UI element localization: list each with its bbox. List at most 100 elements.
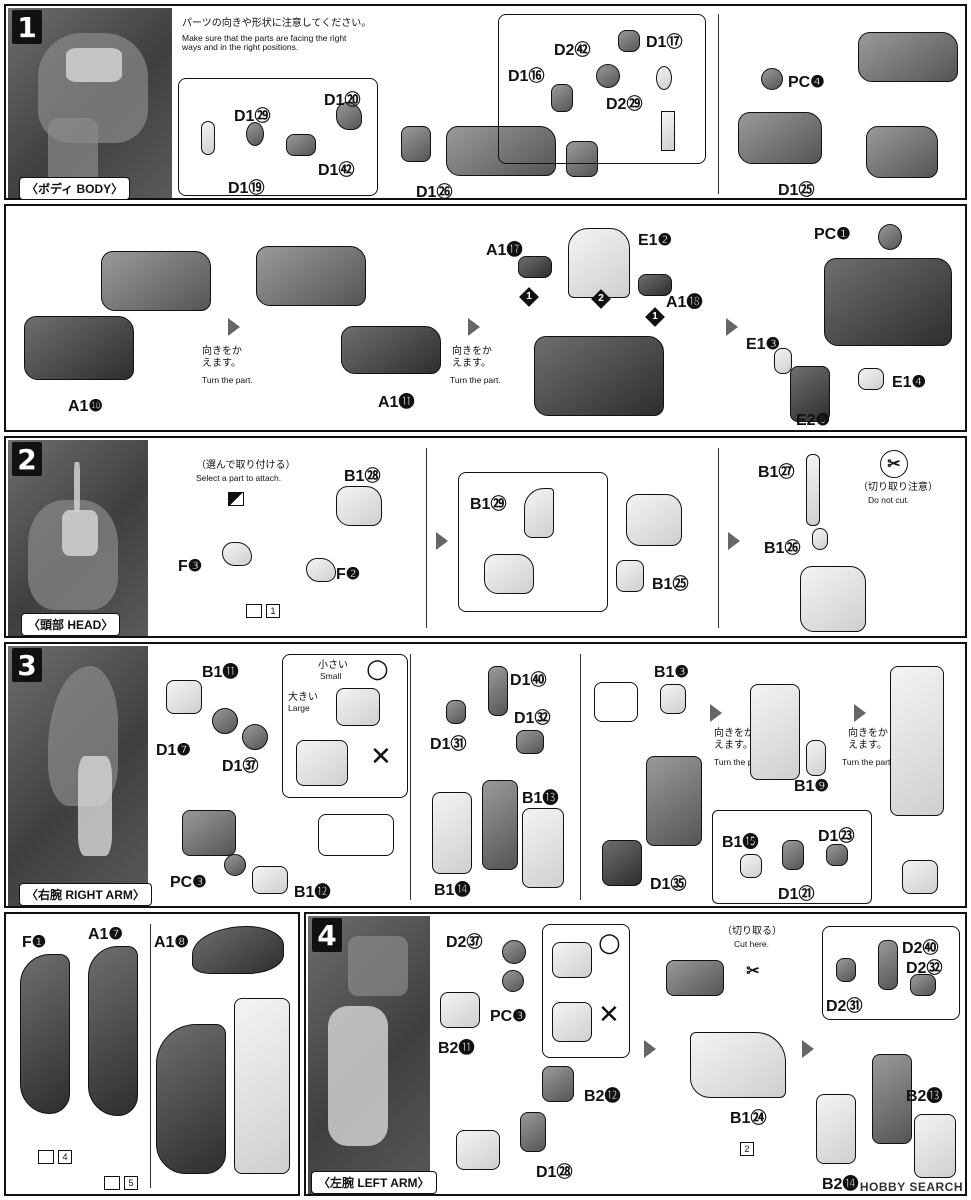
elbow-shaft-part xyxy=(488,666,508,716)
pivot-part xyxy=(618,30,640,52)
arm-assembly-part xyxy=(890,666,944,816)
poly-cap-part xyxy=(761,68,783,90)
head-face-part xyxy=(336,486,382,526)
v-fin-part xyxy=(806,454,820,526)
step-arrow xyxy=(468,318,480,336)
shoulder-block-part xyxy=(166,680,202,714)
armor-plate-part xyxy=(806,740,826,776)
socket-block-part xyxy=(542,1066,574,1102)
step-arrow xyxy=(726,318,738,336)
select-note-jp: （選んで取り付ける） xyxy=(196,460,296,471)
step-arrow xyxy=(728,532,740,550)
part-label: A1❿ xyxy=(68,398,103,415)
head-face-part xyxy=(484,554,534,594)
ball-joint-part xyxy=(212,708,238,734)
upper-arm-frame-part xyxy=(482,780,518,870)
shoulder-block-part xyxy=(456,1130,500,1170)
wrist-cap-part xyxy=(826,844,848,866)
turn-note-en: Turn the part. xyxy=(842,757,893,767)
poly-block-part xyxy=(182,810,236,856)
part-label: D2㊵ xyxy=(902,940,939,957)
poly-cap-part xyxy=(502,970,524,992)
part-label: B2⓮ xyxy=(822,1176,859,1193)
orientation-note: パーツの向きや形状に注意してください。 Make sure that the p… xyxy=(182,18,372,53)
marker-box: 4 xyxy=(58,1150,72,1164)
head-assembly-part xyxy=(626,494,682,546)
part-label: D1⑲ xyxy=(228,180,265,197)
small-note-en: Small xyxy=(320,671,342,681)
part-label: B1⓯ xyxy=(722,834,759,851)
select-icon xyxy=(228,492,244,506)
turn-note-jp: 向きをかえます。 xyxy=(452,346,492,369)
part-label: D1㉖ xyxy=(416,184,453,201)
fin-base-part xyxy=(812,528,828,550)
arm-assembly-part xyxy=(234,998,290,1174)
part-label: B1㉔ xyxy=(730,1110,767,1127)
torso-top-part xyxy=(858,32,958,82)
step-arrow xyxy=(436,532,448,550)
right-arm-photo xyxy=(8,646,148,906)
subassembly-bubble xyxy=(712,810,872,904)
face-option-part xyxy=(222,542,252,566)
insert-part xyxy=(661,111,675,151)
vent-part xyxy=(774,348,792,374)
hip-joint-part xyxy=(401,126,431,162)
cover-part xyxy=(252,866,288,894)
upper-arm-half-part xyxy=(914,1114,956,1178)
ball-joint-part xyxy=(502,940,526,964)
part-label: D1❼ xyxy=(156,742,191,759)
torso-assembly-part xyxy=(824,258,952,346)
step3-panel-b: F❶ A1❼ 4 5 A1❽ xyxy=(4,912,300,1196)
order-marker: 1 xyxy=(645,307,665,327)
part-label: D1⑯ xyxy=(508,68,545,85)
part-label: A1⓲ xyxy=(666,294,703,311)
part-label: PC❶ xyxy=(814,226,851,243)
part-label: A1⓫ xyxy=(378,394,415,411)
part-label: B1㉖ xyxy=(764,540,801,557)
turn-note-en: Turn the part. xyxy=(450,375,501,385)
blade-part xyxy=(690,1032,786,1098)
order-marker: 1 xyxy=(519,287,539,307)
knife-icon xyxy=(104,1176,120,1190)
part-label: B1㉘ xyxy=(344,468,381,485)
part-label: B1⓬ xyxy=(294,884,331,901)
upper-arm-half-part xyxy=(522,808,564,888)
small-note-jp: 小さい xyxy=(318,660,348,671)
part-label: D2㉜ xyxy=(906,960,943,977)
part-label: PC❸ xyxy=(490,1008,527,1025)
cut-note-en: Cut here. xyxy=(734,939,769,949)
part-label: A1❽ xyxy=(154,934,189,951)
ok-mark: ○ xyxy=(366,654,389,684)
elbow-cap-part xyxy=(836,958,856,982)
part-label: F❸ xyxy=(178,558,203,575)
step-number: 2 xyxy=(12,442,42,476)
part-label: D2㉛ xyxy=(826,998,863,1015)
part-label: B1㉙ xyxy=(470,496,507,513)
elbow-cap-part xyxy=(446,700,466,724)
waist-armor-part xyxy=(341,326,441,374)
poly-cap-part xyxy=(878,224,902,250)
turn-note-en: Turn the part. xyxy=(714,757,765,767)
turn-note-jp: 向きをかえます。 xyxy=(202,346,242,369)
part-label: F❶ xyxy=(22,934,47,951)
step-label: 〈右腕 RIGHT ARM〉 xyxy=(20,884,151,905)
part-label: E1❷ xyxy=(638,232,672,249)
order-marker: 2 xyxy=(591,289,611,309)
joint-socket-part xyxy=(552,942,592,978)
torso-frame-part xyxy=(446,126,556,176)
left-arm-photo xyxy=(308,916,430,1194)
part-label: D1㉜ xyxy=(514,710,551,727)
step-arrow xyxy=(710,704,722,722)
part-label: E2❻ xyxy=(796,412,830,429)
shoulder-armor-part xyxy=(156,1024,226,1174)
crest-part xyxy=(524,488,554,538)
shoulder-cap-armor-part xyxy=(192,926,284,974)
select-note-en: Select a part to attach. xyxy=(196,473,282,483)
back-armor-part xyxy=(24,316,134,380)
size-compare-bubble xyxy=(542,924,630,1058)
part-label: D1㊵ xyxy=(510,672,547,689)
step-arrow xyxy=(644,1040,656,1058)
part-label: B1㉗ xyxy=(758,464,795,481)
part-label: D1㉕ xyxy=(778,182,815,199)
